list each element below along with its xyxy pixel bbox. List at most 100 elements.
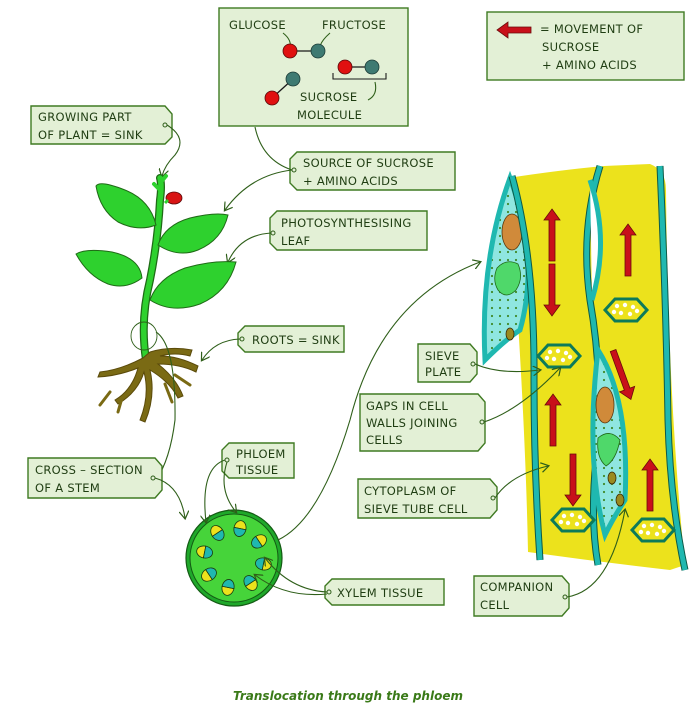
companion-line-1: COMPANION bbox=[480, 580, 553, 594]
phloem-tissue-label: PHLOEM TISSUE bbox=[205, 442, 295, 522]
xylem-tissue-label: XYLEM TISSUE bbox=[255, 558, 445, 606]
cytoplasm-line-1: CYTOPLASM OF bbox=[364, 484, 457, 498]
sieve-pore bbox=[627, 311, 633, 317]
gaps-line-2: WALLS JOINING bbox=[366, 416, 458, 430]
fructose-icon bbox=[285, 71, 301, 87]
sieve-plate bbox=[602, 297, 650, 323]
source-label: SOURCE OF SUCROSE + AMINO ACIDS bbox=[225, 126, 456, 210]
xylem-part bbox=[205, 567, 217, 581]
sieve-pore bbox=[630, 304, 636, 310]
growing-part-line-2: OF PLANT = SINK bbox=[38, 128, 143, 142]
sieve-pore bbox=[563, 350, 569, 356]
glucose-label: GLUCOSE bbox=[229, 18, 286, 32]
growing-part-line-1: GROWING PART bbox=[38, 110, 132, 124]
red-arrow-left-icon bbox=[496, 21, 532, 39]
flow-arrow-down-icon bbox=[609, 349, 636, 401]
photosynthesising-line-2: LEAF bbox=[281, 234, 310, 248]
figure-caption: Translocation through the phloem bbox=[233, 689, 463, 703]
roots-sink-text: ROOTS = SINK bbox=[252, 333, 340, 347]
glucose-icon bbox=[282, 43, 298, 59]
sieve-plate bbox=[535, 343, 583, 369]
sieve-pore bbox=[577, 514, 583, 520]
cross-section-line-2: OF A STEM bbox=[35, 481, 100, 495]
sieve-pore bbox=[611, 309, 617, 315]
glucose-icon bbox=[337, 59, 353, 75]
roots-sink-label: ROOTS = SINK bbox=[202, 325, 345, 360]
sucrose-molecule-box: GLUCOSE FRUCTOSE SUCROSE MOLECULE bbox=[218, 7, 409, 127]
legend-line-1: = MOVEMENT OF bbox=[540, 22, 643, 36]
sieve-pore bbox=[657, 524, 663, 530]
phloem-part bbox=[210, 525, 223, 537]
xylem-part bbox=[255, 557, 266, 571]
vascular-bundle bbox=[233, 520, 247, 537]
phloem-part bbox=[255, 534, 267, 547]
gaps-label: GAPS IN CELL WALLS JOINING CELLS bbox=[359, 368, 560, 452]
roots bbox=[97, 347, 199, 423]
sieve-pore bbox=[547, 349, 553, 355]
vascular-bundle bbox=[251, 534, 267, 549]
sucrose-label: SUCROSE bbox=[300, 90, 357, 104]
sieve-pore bbox=[558, 519, 564, 525]
legend-box: = MOVEMENT OF SUCROSE + AMINO ACIDS bbox=[486, 11, 685, 81]
leaf bbox=[157, 213, 229, 254]
leaf bbox=[149, 261, 237, 309]
xylem-part bbox=[233, 526, 247, 537]
sieve-pore bbox=[618, 310, 624, 316]
xylem-part bbox=[221, 579, 235, 590]
sieve-pore bbox=[565, 520, 571, 526]
sieve-pore bbox=[560, 357, 566, 363]
xylem-part bbox=[211, 529, 225, 541]
flow-arrow-up-icon bbox=[641, 458, 659, 512]
vascular-bundle bbox=[221, 579, 235, 596]
xylem-part bbox=[251, 535, 263, 549]
sieve-plate bbox=[549, 507, 597, 533]
phloem-line-1: PHLOEM bbox=[236, 447, 286, 461]
phloem-line-2: TISSUE bbox=[235, 463, 279, 477]
fructose-label: FRUCTOSE bbox=[322, 18, 386, 32]
growing-part-label: GROWING PART OF PLANT = SINK bbox=[30, 105, 181, 176]
leaf bbox=[95, 183, 157, 229]
companion-line-2: CELL bbox=[480, 598, 510, 612]
flower-bud-icon bbox=[163, 191, 183, 205]
molecule-label: MOLECULE bbox=[297, 108, 362, 122]
sieve-pore bbox=[641, 523, 647, 529]
glucose-icon bbox=[264, 90, 280, 106]
sieve-pore bbox=[614, 303, 620, 309]
vascular-bundle bbox=[196, 545, 213, 559]
sieve-pore bbox=[645, 530, 651, 536]
cytoplasm-label: CYTOPLASM OF SIEVE TUBE CELL bbox=[357, 466, 548, 519]
sieve-pore bbox=[581, 518, 587, 524]
sieve-pore bbox=[544, 355, 550, 361]
photosynthesising-label: PHOTOSYNTHESISING LEAF bbox=[228, 210, 428, 262]
fructose-icon bbox=[364, 59, 380, 75]
sieve-plate-line-2: PLATE bbox=[425, 365, 461, 379]
flow-arrow-down-icon bbox=[543, 263, 561, 317]
sieve-pore bbox=[622, 302, 628, 308]
sieve-plate-line-1: SIEVE bbox=[425, 349, 460, 363]
sieve-plate-label: SIEVE PLATE bbox=[417, 343, 540, 383]
phloem-part bbox=[201, 569, 213, 582]
phloem-part bbox=[233, 520, 247, 531]
sieve-pore bbox=[654, 531, 660, 537]
nucleus bbox=[595, 386, 615, 424]
cross-section-line-1: CROSS – SECTION bbox=[35, 463, 143, 477]
photosynthesising-line-1: PHOTOSYNTHESISING bbox=[281, 216, 412, 230]
fructose-icon bbox=[310, 43, 326, 59]
flow-arrow-up-icon bbox=[543, 208, 561, 262]
xylem-text: XYLEM TISSUE bbox=[337, 586, 423, 600]
flow-arrow-down-icon bbox=[564, 453, 582, 507]
source-line-2: + AMINO ACIDS bbox=[303, 174, 398, 188]
sieve-pore bbox=[638, 529, 644, 535]
phloem-part bbox=[196, 545, 207, 559]
gaps-line-3: CELLS bbox=[366, 433, 403, 447]
xylem-part bbox=[202, 545, 213, 559]
stem-cross-section bbox=[185, 509, 283, 607]
sieve-pore bbox=[551, 356, 557, 362]
flow-arrow-up-icon bbox=[619, 223, 637, 277]
phloem-part bbox=[221, 585, 235, 596]
flow-arrow-up-icon bbox=[544, 393, 562, 447]
vascular-bundle bbox=[201, 567, 217, 582]
sieve-pore bbox=[634, 308, 640, 314]
legend-line-2: SUCROSE bbox=[542, 40, 599, 54]
